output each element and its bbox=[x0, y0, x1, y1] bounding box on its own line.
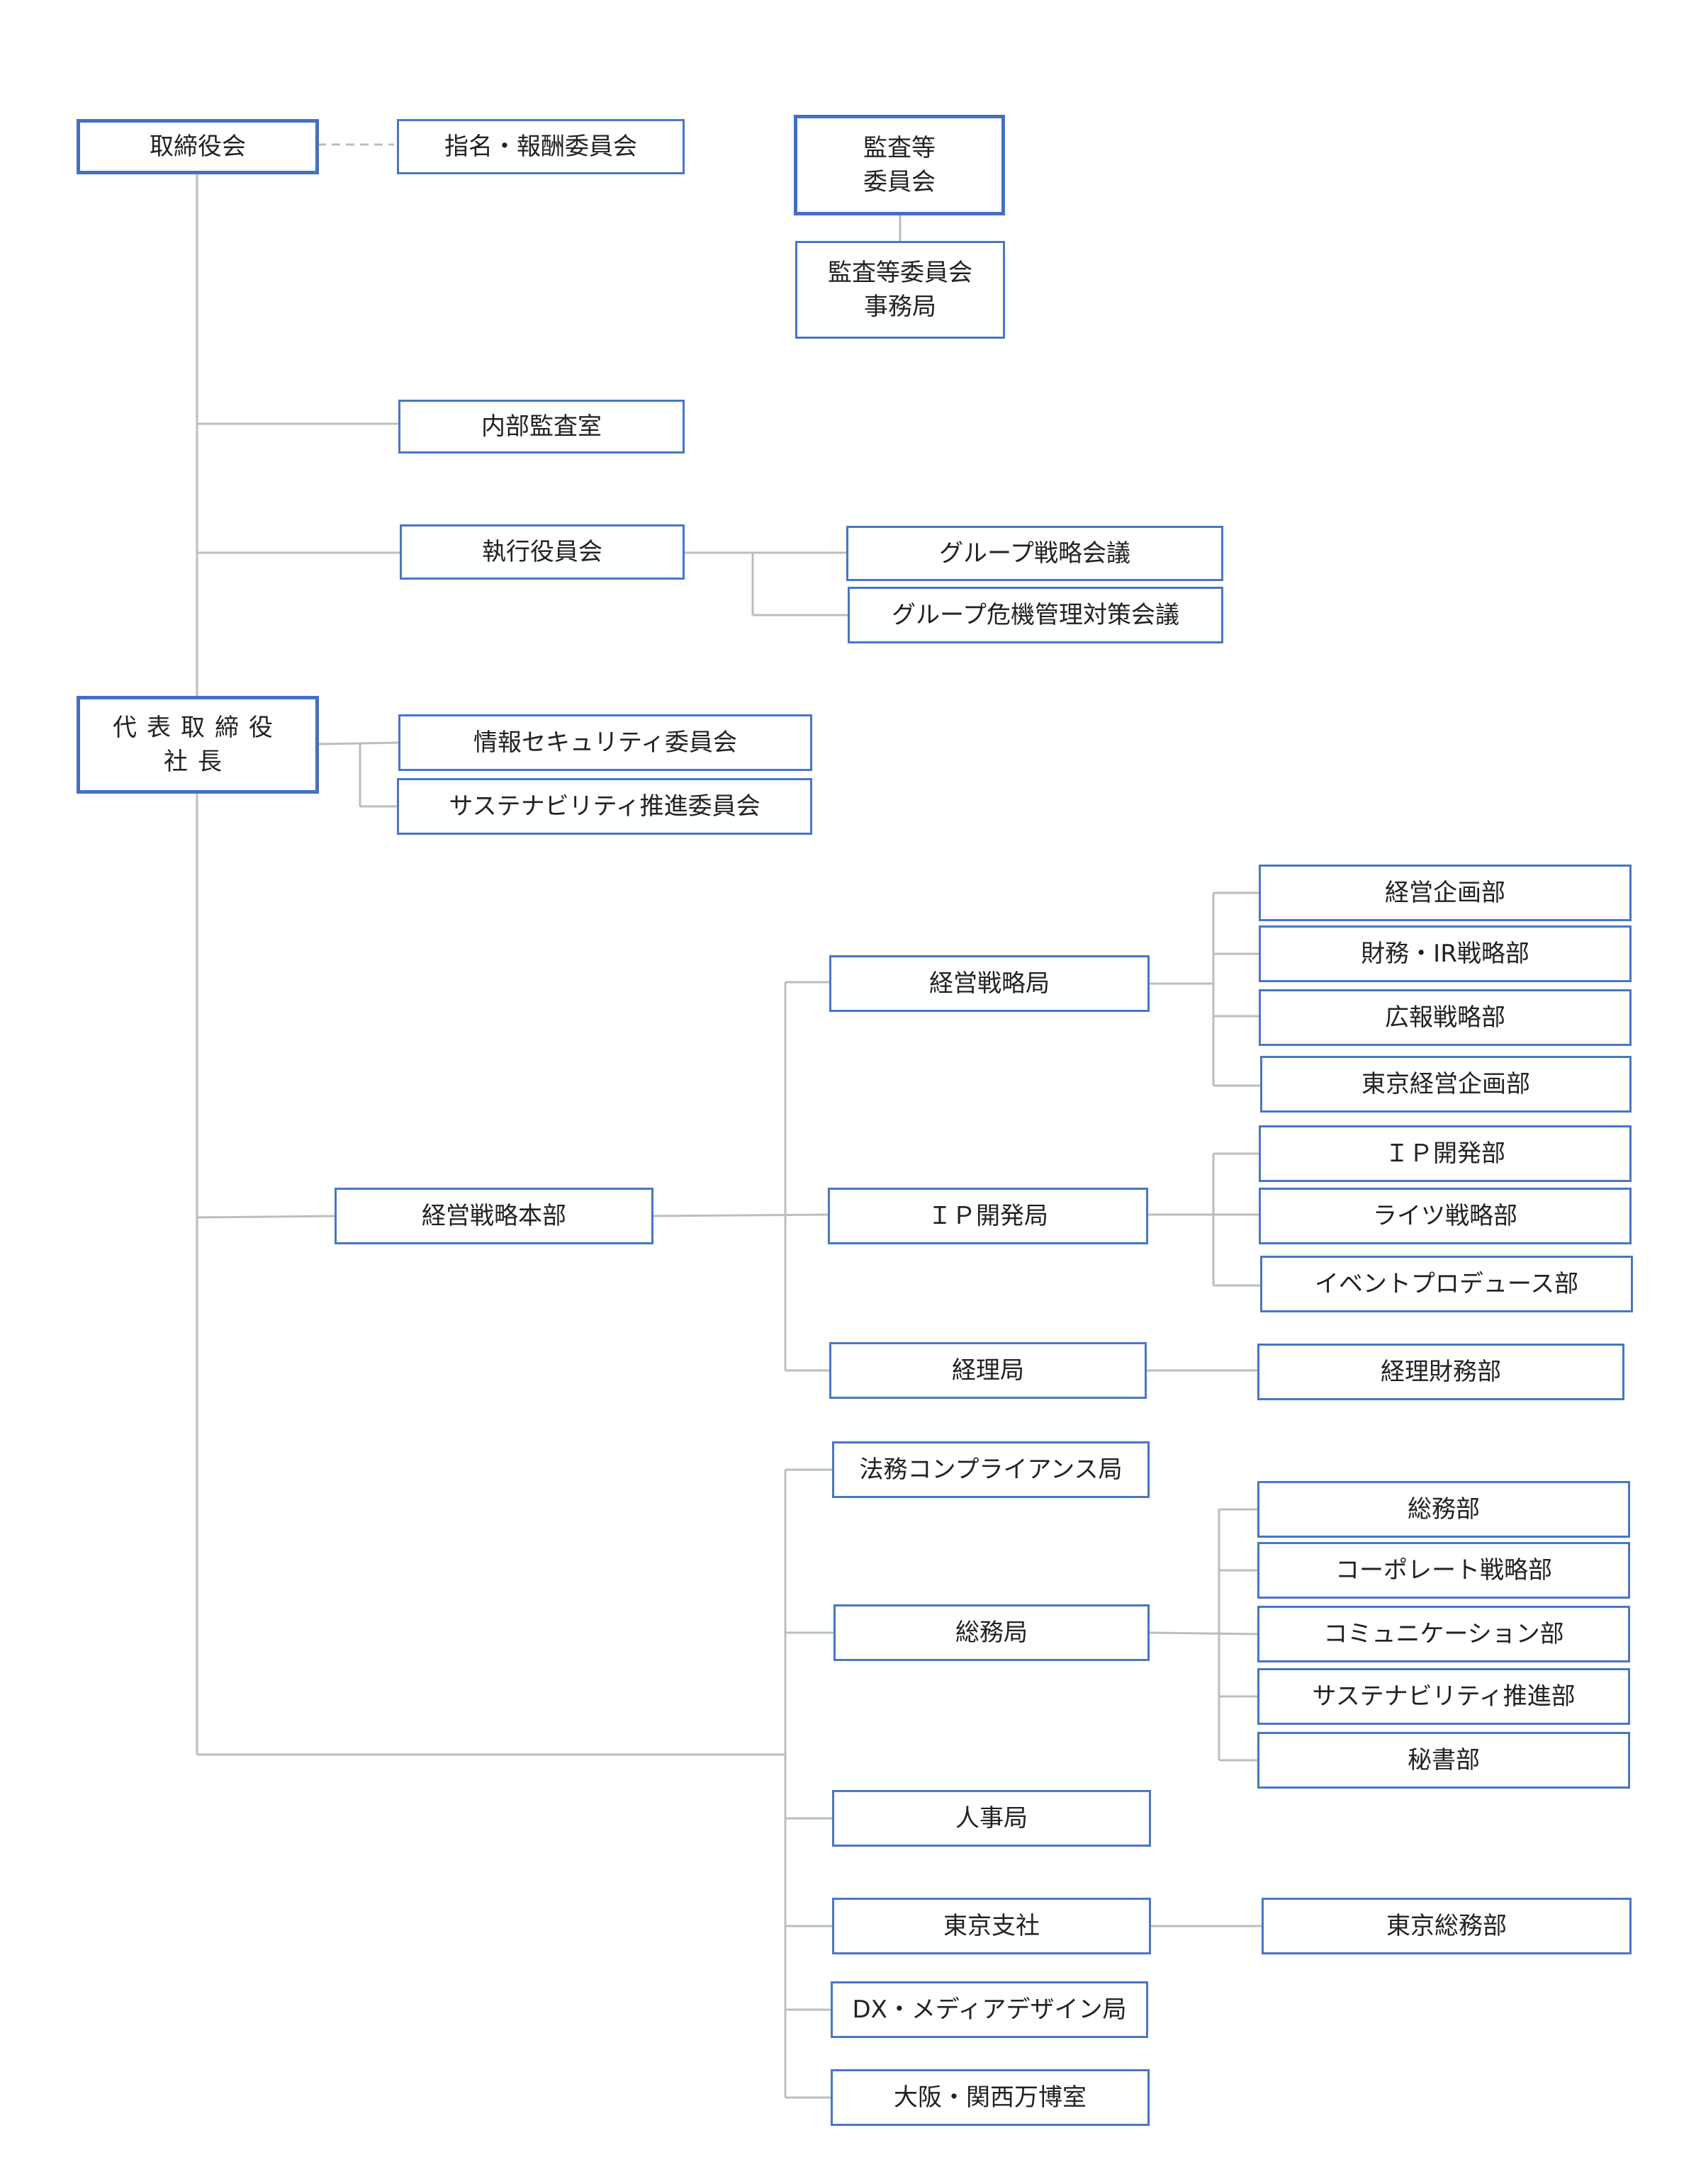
group-crisis-management-box: グループ危機管理対策会議 bbox=[848, 587, 1223, 643]
corporate-planning-dept-box: 経営企画部 bbox=[1259, 865, 1632, 921]
event-produce-dept-box: イベントプロデュース部 bbox=[1260, 1256, 1633, 1312]
tokyo-planning-dept-box: 東京経営企画部 bbox=[1260, 1056, 1632, 1113]
tokyo-branch-box: 東京支社 bbox=[832, 1898, 1151, 1954]
dx-media-design-bureau-box: DX・メディアデザイン局 bbox=[831, 1981, 1148, 2038]
accounting-bureau-box: 経理局 bbox=[829, 1342, 1147, 1399]
sustainability-dept-box: サステナビリティ推進部 bbox=[1257, 1668, 1630, 1725]
president-box: 代表取締役 社長 bbox=[77, 696, 319, 794]
accounting-finance-dept-box: 経理財務部 bbox=[1257, 1344, 1624, 1400]
ip-development-bureau-box: ＩＰ開発局 bbox=[828, 1188, 1148, 1244]
audit-committee-box: 監査等 委員会 bbox=[794, 115, 1005, 215]
executive-committee-box: 執行役員会 bbox=[400, 524, 685, 580]
infosec-committee-box: 情報セキュリティ委員会 bbox=[398, 714, 812, 771]
legal-compliance-bureau-box: 法務コンプライアンス局 bbox=[832, 1441, 1150, 1498]
ip-development-dept-box: ＩＰ開発部 bbox=[1259, 1125, 1632, 1182]
finance-ir-dept-box: 財務・IR戦略部 bbox=[1259, 925, 1632, 982]
hr-bureau-box: 人事局 bbox=[832, 1790, 1151, 1847]
communication-dept-box: コミュニケーション部 bbox=[1257, 1606, 1630, 1662]
general-affairs-bureau-box: 総務局 bbox=[833, 1604, 1150, 1661]
group-strategy-meeting-box: グループ戦略会議 bbox=[846, 526, 1223, 581]
secretary-dept-box: 秘書部 bbox=[1257, 1732, 1630, 1789]
management-strategy-bureau-box: 経営戦略局 bbox=[829, 955, 1150, 1012]
pr-strategy-dept-box: 広報戦略部 bbox=[1259, 989, 1632, 1046]
internal-audit-office-box: 内部監査室 bbox=[398, 400, 685, 454]
board-of-directors-box: 取締役会 bbox=[77, 119, 319, 174]
management-strategy-hq-box: 経営戦略本部 bbox=[335, 1188, 653, 1244]
tokyo-general-affairs-dept-box: 東京総務部 bbox=[1262, 1898, 1632, 1954]
nomination-remuneration-committee-box: 指名・報酬委員会 bbox=[397, 119, 685, 174]
corporate-strategy-dept-box: コーポレート戦略部 bbox=[1257, 1542, 1630, 1599]
sustainability-committee-box: サステナビリティ推進委員会 bbox=[397, 778, 812, 835]
osaka-expo-office-box: 大阪・関西万博室 bbox=[831, 2069, 1150, 2126]
rights-strategy-dept-box: ライツ戦略部 bbox=[1259, 1188, 1632, 1244]
general-affairs-dept-box: 総務部 bbox=[1257, 1481, 1630, 1538]
audit-committee-office-box: 監査等委員会 事務局 bbox=[795, 241, 1005, 339]
